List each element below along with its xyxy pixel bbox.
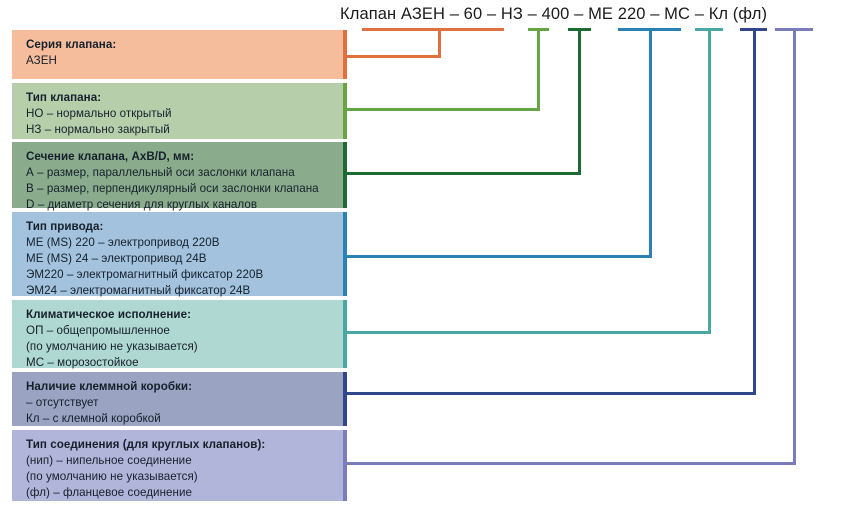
legend-box-heading: Сечение клапана, АxВ/D, мм:: [26, 150, 195, 163]
legend-box-line: А – размер, параллельный оси заслонки кл…: [26, 166, 295, 179]
legend-box-tip-soedineniya: Тип соединения (для круглых клапанов): (н…: [12, 430, 347, 501]
legend-box-rail: [343, 430, 347, 501]
title-token-underline: [362, 28, 504, 31]
legend-box-heading: Наличие клеммной коробки:: [26, 380, 192, 393]
legend-box-line: ОП – общепромышленное: [26, 324, 170, 337]
legend-box-line: МЕ (MS) 24 – электропривод 24В: [26, 252, 207, 265]
designation-title: Клапан АЗЕН – 60 – НЗ – 400 – МЕ 220 – М…: [340, 5, 768, 23]
legend-box-line: Кл – с клемной коробкой: [26, 412, 161, 425]
connector-vertical: [753, 28, 756, 395]
legend-box-line: ЭМ24 – электромагнитный фиксатор 24В: [26, 284, 251, 297]
legend-box-sechenie-klapana: Сечение клапана, АxВ/D, мм: А – размер, п…: [12, 142, 347, 211]
legend-box-line: МС – морозостойкое: [26, 356, 139, 369]
legend-box-line: НЗ – нормально закрытый: [26, 123, 170, 136]
legend-box-tip-privoda: Тип привода: МЕ (MS) 220 – электропривод …: [12, 212, 347, 297]
connector-vertical: [537, 28, 540, 111]
legend-box-heading: Тип клапана:: [26, 91, 102, 104]
legend-box-rail: [343, 212, 347, 296]
legend-box-line: НО – нормально открытый: [26, 107, 172, 120]
legend-box-line: (по умолчанию не указывается): [26, 470, 198, 483]
connector-horizontal: [346, 255, 652, 258]
legend-box-line: D – диаметр сечения для круглых каналов: [26, 198, 258, 211]
legend-box-line: – отсутствует: [26, 396, 99, 409]
legend-box-klimaticheskoe-ispolnenie: Климатическое исполнение: ОП – общепромыш…: [12, 300, 347, 369]
legend-box-heading: Серия клапана:: [26, 38, 117, 51]
legend-box-seriya-klapana: Серия клапана: АЗЕН: [12, 30, 347, 79]
legend-box-rail: [343, 300, 347, 368]
legend-box-rail: [343, 83, 347, 139]
connector-horizontal: [346, 392, 756, 395]
connector-horizontal: [346, 108, 540, 111]
legend-box-rail: [343, 30, 347, 79]
legend-box-line: (по умолчанию не указывается): [26, 340, 198, 353]
legend-box-heading: Климатическое исполнение:: [26, 308, 191, 321]
legend-box-line: МЕ (MS) 220 – электропривод 220В: [26, 236, 220, 249]
legend-box-line: (нип) – нипельное соединение: [26, 454, 192, 467]
legend-box-line: (фл) – фланцевое соединение: [26, 486, 192, 499]
connector-vertical: [708, 28, 711, 334]
connector-vertical: [649, 28, 652, 258]
legend-box-heading: Тип соединения (для круглых клапанов):: [26, 438, 266, 451]
legend-box-line: ЭМ220 – электромагнитный фиксатор 220В: [26, 268, 264, 281]
connector-vertical: [793, 28, 796, 465]
legend-box-rail: [343, 372, 347, 426]
legend-box-rail: [343, 142, 347, 208]
connector-vertical: [578, 28, 581, 175]
connector-vertical: [438, 28, 441, 58]
legend-box-line: В – размер, перпендикулярный оси заслонк…: [26, 182, 319, 195]
legend-box-line: АЗЕН: [26, 54, 57, 67]
connector-horizontal: [346, 462, 796, 465]
connector-horizontal: [346, 331, 711, 334]
legend-box-tip-klapana: Тип клапана: НО – нормально открытый НЗ – …: [12, 83, 347, 139]
legend-box-heading: Тип привода:: [26, 220, 104, 233]
connector-horizontal: [346, 172, 581, 175]
connector-horizontal: [346, 55, 441, 58]
